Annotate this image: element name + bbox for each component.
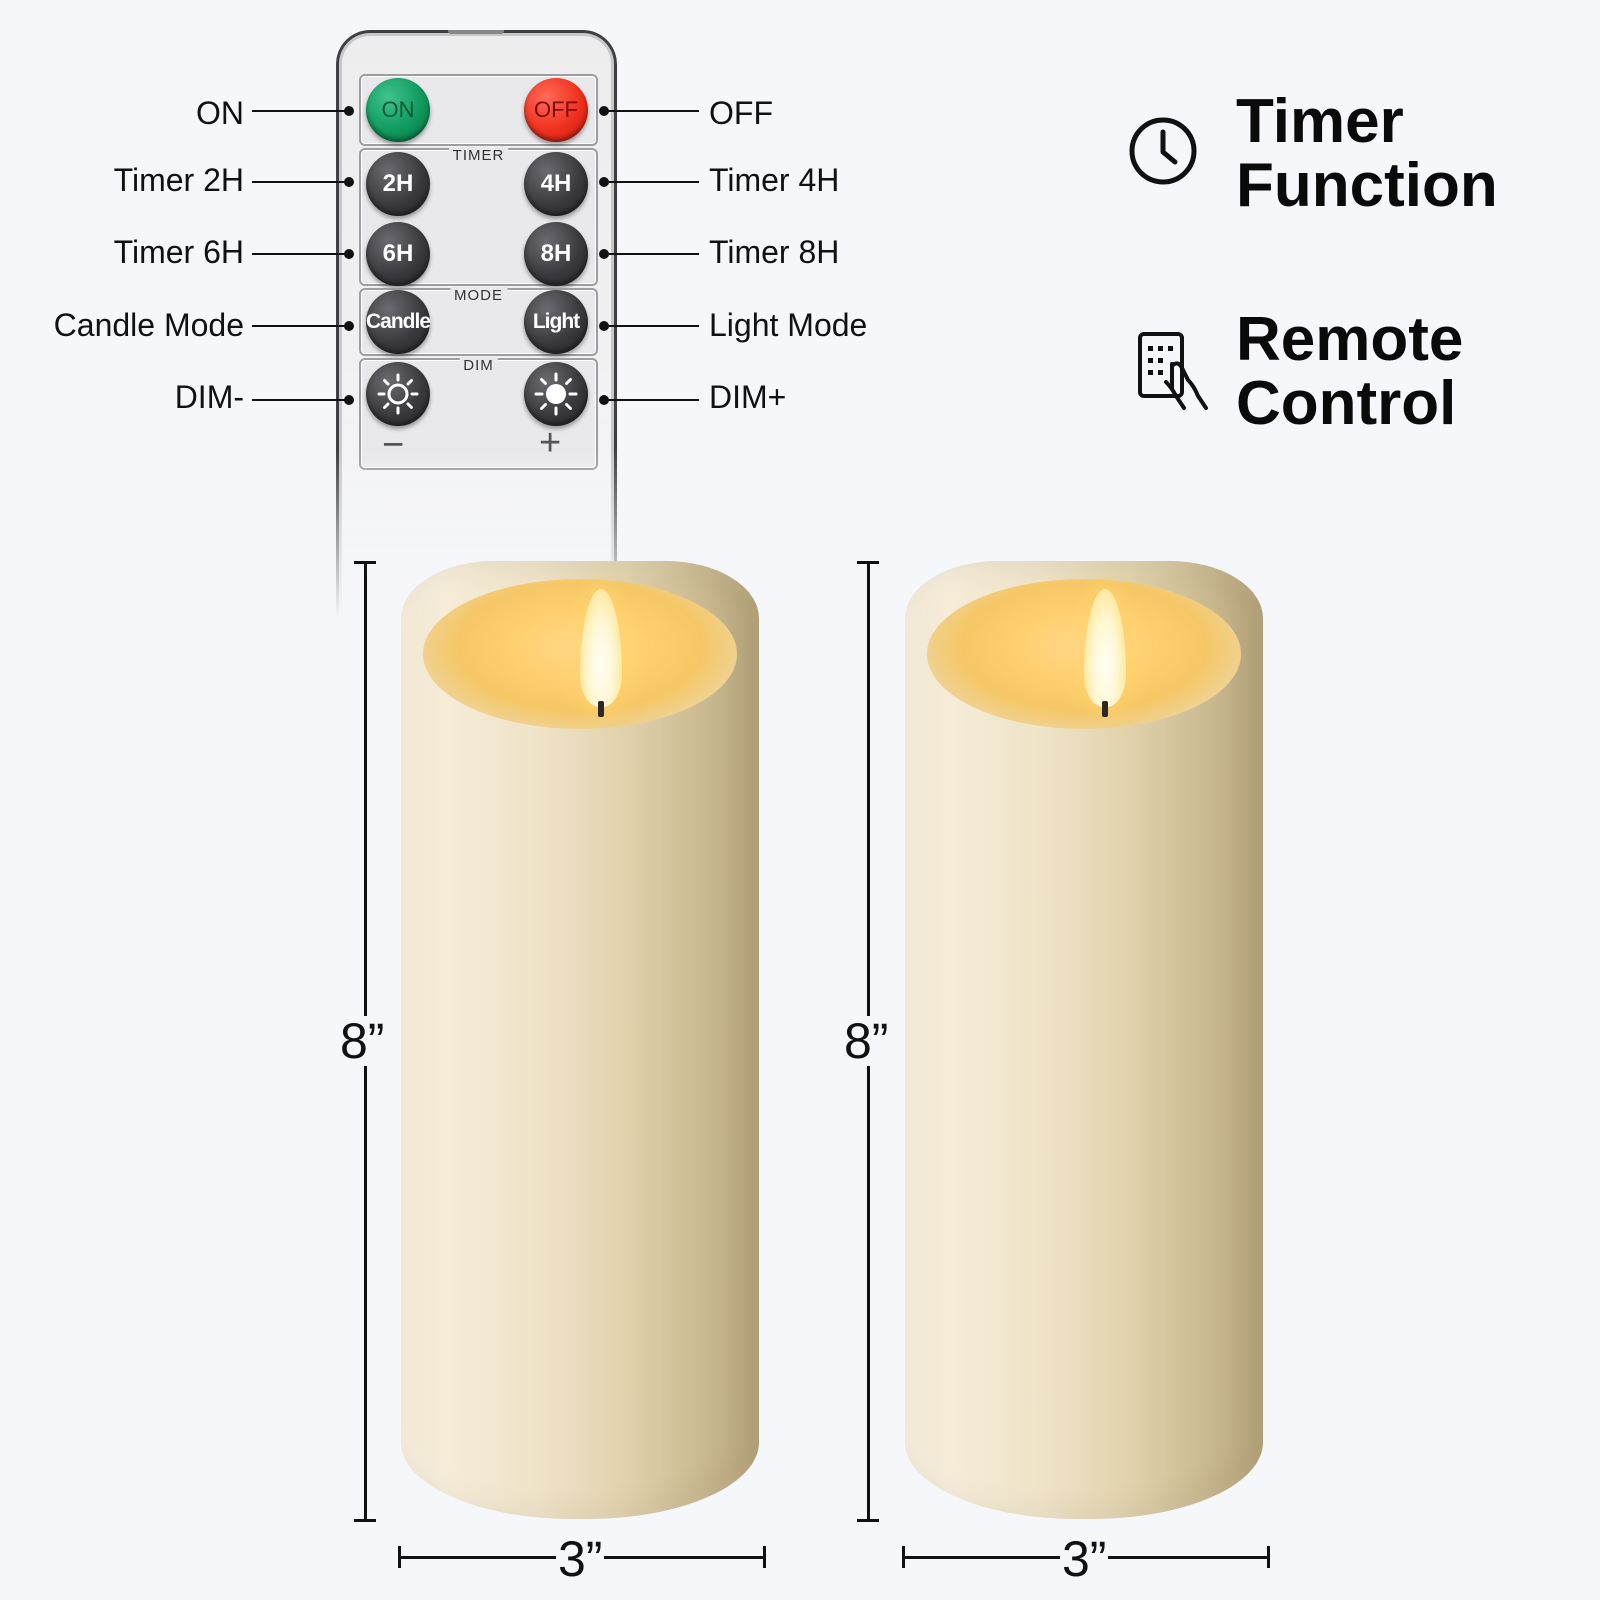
on-button-label: ON: [381, 97, 415, 122]
callout-dim-minus: DIM-: [174, 379, 244, 415]
callout-line-timer-2h: [252, 181, 348, 183]
height-tick-bottom-left: [354, 1519, 376, 1522]
callout-timer-2h: Timer 2H: [113, 162, 244, 198]
dim-high-sun-icon: [534, 372, 578, 416]
timer-2h-label: 2H: [382, 170, 414, 197]
remote-control: ON OFF TIMER 2H 4H 6H 8H MODE Candle Lig…: [336, 28, 617, 630]
clock-icon: [1129, 117, 1197, 185]
on-button[interactable]: ON: [366, 78, 430, 142]
callout-on: ON: [196, 95, 244, 131]
timer-4h-label: 4H: [540, 170, 572, 197]
candle-right-flame: [1084, 589, 1126, 707]
dim-panel: DIM −: [359, 357, 598, 470]
width-tick-end-right: [1267, 1546, 1270, 1568]
callout-line-timer-6h: [252, 253, 348, 255]
callout-line-light-mode: [603, 325, 699, 327]
candle-mode-button[interactable]: Candle: [366, 290, 431, 354]
callout-line-dim-plus: [603, 399, 699, 401]
callout-timer-6h: Timer 6H: [113, 234, 244, 270]
candle-right-top: [927, 579, 1241, 729]
off-button-label: OFF: [534, 97, 578, 122]
timer-8h-button[interactable]: 8H: [524, 222, 588, 286]
dim-plus-sign: +: [539, 422, 562, 464]
dim-minus-sign: −: [382, 424, 405, 466]
callout-off: OFF: [709, 95, 773, 131]
width-label-right: 3”: [1060, 1531, 1109, 1587]
off-button[interactable]: OFF: [524, 78, 588, 142]
callout-dot-candle-mode: [344, 321, 354, 331]
candle-left-flame: [580, 589, 622, 707]
light-mode-button[interactable]: Light: [524, 290, 588, 354]
mode-panel-label: MODE: [450, 287, 507, 304]
width-label-left: 3”: [556, 1531, 605, 1587]
power-panel: ON OFF: [359, 74, 598, 146]
feature-remote-line2: Control: [1236, 369, 1457, 438]
height-tick-top-right: [857, 561, 879, 564]
mode-panel: MODE Candle Light: [359, 287, 598, 356]
candle-right-wick: [1102, 701, 1108, 717]
width-tick-start-left: [398, 1546, 401, 1568]
callout-line-off: [603, 110, 699, 112]
timer-4h-button[interactable]: 4H: [524, 152, 588, 216]
height-label-left: 8”: [338, 1013, 387, 1069]
candle-mode-label: Candle: [366, 310, 431, 333]
dim-plus-button[interactable]: [524, 362, 588, 426]
dim-minus-button[interactable]: [366, 362, 430, 426]
callout-line-timer-8h: [603, 253, 699, 255]
height-label-right: 8”: [842, 1013, 891, 1069]
feature-timer-line1: Timer: [1236, 87, 1404, 156]
callout-line-on: [252, 110, 348, 112]
callout-line-timer-4h: [603, 181, 699, 183]
feature-remote-line1: Remote: [1236, 305, 1464, 374]
callout-dot-timer-2h: [344, 177, 354, 187]
callout-line-candle-mode: [252, 325, 348, 327]
feature-timer-line2: Function: [1236, 151, 1498, 220]
timer-panel: TIMER 2H 4H 6H 8H: [359, 147, 598, 286]
remote-notch: [448, 28, 504, 34]
candle-left-top: [423, 579, 737, 729]
callout-candle-mode: Candle Mode: [53, 307, 244, 343]
callout-dim-plus: DIM+: [709, 379, 787, 415]
callout-light-mode: Light Mode: [709, 307, 868, 343]
timer-panel-label: TIMER: [448, 147, 509, 164]
width-tick-start-right: [902, 1546, 905, 1568]
candle-left: [401, 561, 759, 1519]
height-tick-bottom-right: [857, 1519, 879, 1522]
remote-hand-icon: [1138, 332, 1208, 410]
dim-panel-label: DIM: [459, 357, 498, 374]
callout-line-dim-minus: [252, 399, 348, 401]
callout-timer-4h: Timer 4H: [709, 162, 840, 198]
candle-right: [905, 561, 1263, 1519]
width-tick-end-left: [763, 1546, 766, 1568]
light-mode-label: Light: [532, 310, 580, 333]
timer-8h-label: 8H: [540, 240, 572, 267]
feature-remote-title: Remote Control: [1236, 308, 1463, 436]
timer-6h-label: 6H: [382, 240, 414, 267]
callout-dot-dim-minus: [344, 395, 354, 405]
height-tick-top-left: [354, 561, 376, 564]
dim-low-sun-icon: [377, 373, 419, 415]
callout-dot-timer-6h: [344, 249, 354, 259]
callout-dot-on: [344, 106, 354, 116]
callout-timer-8h: Timer 8H: [709, 234, 840, 270]
feature-timer-title: Timer Function: [1236, 90, 1498, 218]
timer-6h-button[interactable]: 6H: [366, 222, 430, 286]
timer-2h-button[interactable]: 2H: [366, 152, 430, 216]
candle-left-wick: [598, 701, 604, 717]
